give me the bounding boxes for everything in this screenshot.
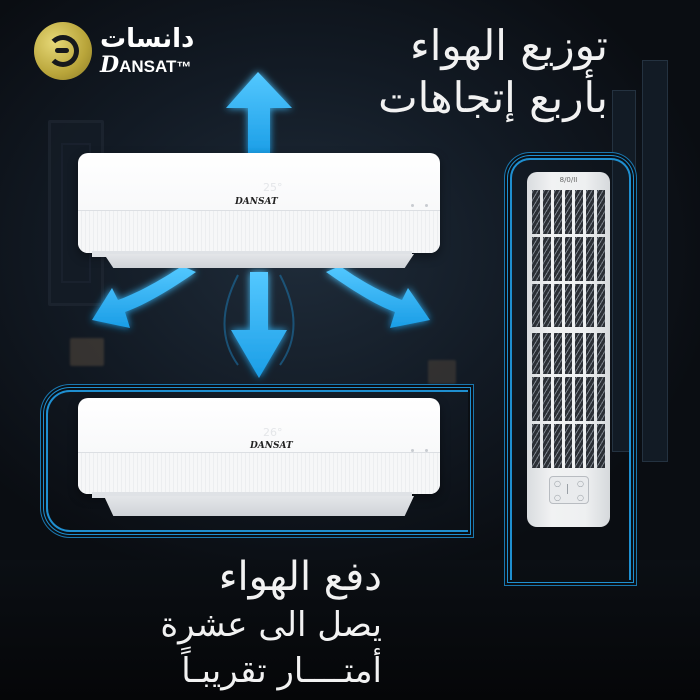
- brand-name-english: DANSAT™: [100, 52, 192, 78]
- indicator-light: [425, 204, 428, 207]
- headline-bottom-line2: يصل الى عشرة: [160, 605, 382, 645]
- lamp-left: [70, 338, 104, 366]
- brand-logo: دانسات DANSAT™: [34, 22, 194, 80]
- air-filter-grill: 8/0/II ○○ ○○: [527, 172, 610, 527]
- arrow-right-icon: [326, 266, 430, 328]
- arrow-up-icon: [226, 72, 292, 156]
- arrow-left-icon: [92, 266, 196, 328]
- headline-air-throw: دفع الهواء يصل الى عشرة أمتــــار تقريبـ…: [160, 552, 382, 694]
- arrow-down-icon: [231, 272, 287, 378]
- grill-label: 8/0/II: [559, 176, 578, 184]
- indoor-unit-top: 25° DANSAT: [78, 153, 440, 253]
- air-louver-top: [104, 254, 414, 268]
- air-louver-bottom: [104, 496, 414, 516]
- control-pad-icon: ○○ ○○: [549, 476, 589, 504]
- indicator-light: [425, 449, 428, 452]
- display-temperature: 26°: [263, 426, 283, 439]
- indicator-light: [411, 449, 414, 452]
- brand-name-arabic: دانسات: [100, 24, 195, 54]
- filter-mesh: [532, 190, 605, 468]
- headline-four-way-distribution: توزيع الهواء بأربع إتجاهات: [378, 20, 608, 124]
- unit-brand-label: DANSAT: [250, 441, 293, 451]
- highlight-outline-grill: [510, 158, 631, 580]
- highlight-outline-bottom: [46, 390, 468, 532]
- window-background: [612, 60, 672, 462]
- display-temperature: 25°: [263, 181, 283, 194]
- headline-bottom-line3: أمتــــار تقريبـاً: [181, 651, 382, 691]
- indoor-unit-bottom: 26° DANSAT: [78, 398, 440, 494]
- headline-top-line2: بأربع إتجاهات: [378, 73, 608, 122]
- indicator-light: [411, 204, 414, 207]
- unit-brand-label: DANSAT: [235, 197, 278, 207]
- lamp-right: [428, 360, 456, 384]
- headline-top-line1: توزيع الهواء: [409, 21, 608, 70]
- headline-bottom-line1: دفع الهواء: [218, 554, 382, 600]
- logo-mark-icon: [34, 22, 92, 80]
- floor: [0, 560, 700, 700]
